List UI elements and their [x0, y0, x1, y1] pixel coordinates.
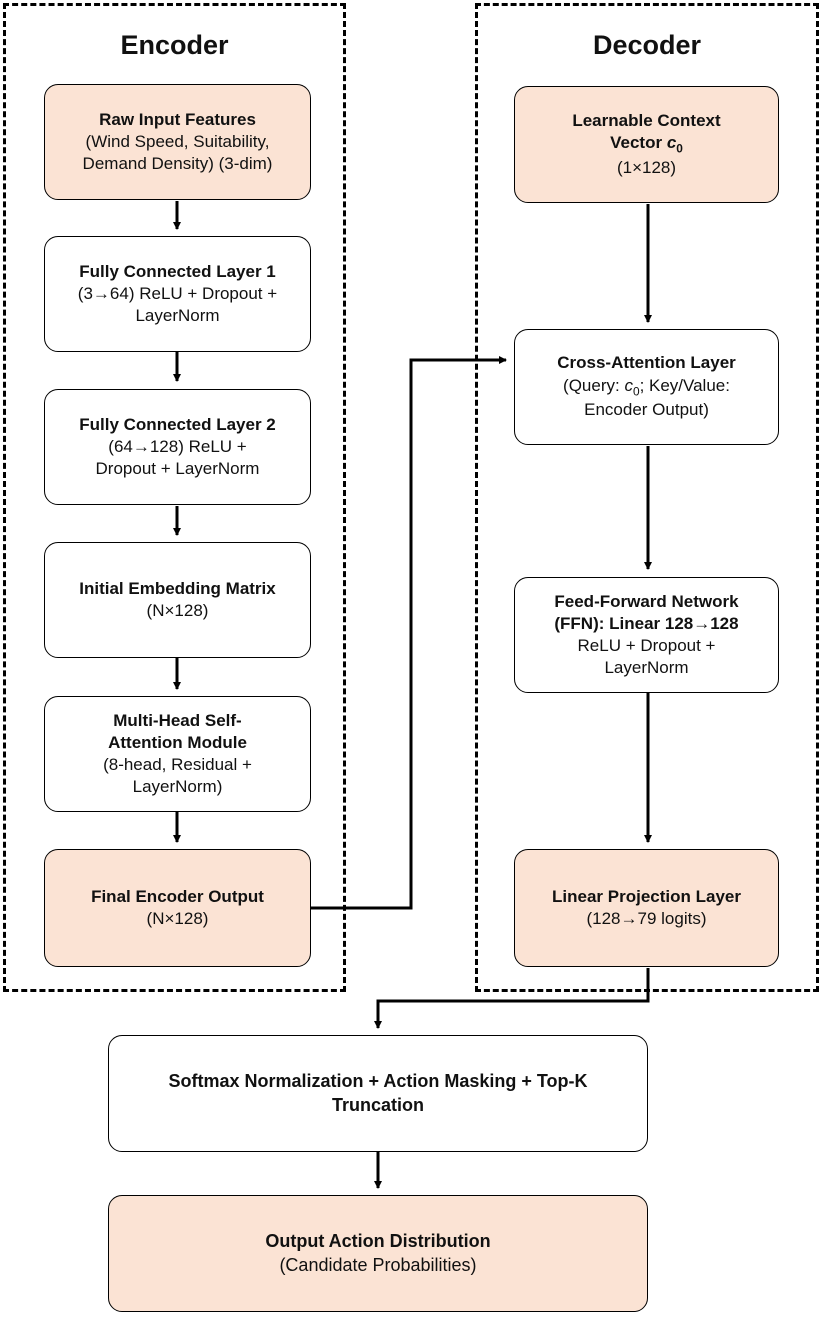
- proj-title: Linear Projection Layer: [552, 886, 741, 906]
- ffn-line-2: LayerNorm: [604, 658, 689, 678]
- fc2-title: Fully Connected Layer 2: [79, 414, 276, 434]
- raw-input-features-node: Raw Input Features (Wind Speed, Suitabil…: [44, 84, 311, 200]
- decoder-title: Decoder: [592, 30, 702, 60]
- ffn-title-1: Feed-Forward Network: [554, 591, 739, 611]
- cross-title: Cross-Attention Layer: [557, 353, 736, 373]
- output-line-1: (Candidate Probabilities): [279, 1254, 477, 1275]
- raw-input-line-2: Demand Density) (3-dim): [82, 154, 273, 174]
- cross-line-2: Encoder Output): [584, 400, 709, 420]
- mhsa-title-2: Attention Module: [108, 732, 247, 752]
- raw-input-line-1: (Wind Speed, Suitability,: [85, 131, 270, 151]
- mhsa-line-1: (8-head, Residual +: [103, 755, 252, 774]
- softmax-title-2: Truncation: [331, 1094, 424, 1115]
- initial-embedding-node: Initial Embedding Matrix (N×128): [44, 542, 311, 658]
- mhsa-title-1: Multi-Head Self-: [113, 710, 242, 730]
- linear-projection-node: Linear Projection Layer (128→79 logits): [514, 849, 779, 967]
- fc1-title: Fully Connected Layer 1: [79, 261, 276, 281]
- ffn-line-1: ReLU + Dropout +: [577, 636, 716, 655]
- arrow-proj-to-softmax: [374, 968, 650, 1029]
- final-line-1: (N×128): [146, 909, 209, 928]
- embed-line-1: (N×128): [146, 601, 209, 620]
- ffn-title-2: (FFN): Linear 128→128: [554, 613, 739, 633]
- softmax-title-1: Softmax Normalization + Action Masking +…: [168, 1071, 588, 1092]
- encoder-title: Encoder: [120, 30, 229, 60]
- context-title-2-text: Vector: [610, 133, 663, 153]
- context-line-1: (1×128): [616, 157, 677, 177]
- ffn-node: Feed-Forward Network (FFN): Linear 128→1…: [514, 577, 779, 693]
- fc1-line-1: (3→64) ReLU + Dropout +: [77, 283, 278, 303]
- fc-layer-2-node: Fully Connected Layer 2 (64→128) ReLU + …: [44, 389, 311, 505]
- arrow-encoder-to-cross: [311, 356, 507, 910]
- softmax-node: Softmax Normalization + Action Masking +…: [108, 1035, 648, 1152]
- embed-title: Initial Embedding Matrix: [79, 578, 276, 598]
- context-title-1: Learnable Context: [572, 110, 721, 130]
- raw-input-title: Raw Input Features: [99, 109, 256, 129]
- mhsa-line-2: LayerNorm): [132, 777, 223, 797]
- final-title: Final Encoder Output: [91, 886, 264, 906]
- context-symbol: c0: [666, 133, 683, 156]
- encoder-panel: Encoder: [3, 3, 346, 992]
- final-encoder-output-node: Final Encoder Output (N×128): [44, 849, 311, 967]
- context-vector-node: Learnable Context Vector c0 (1×128): [514, 86, 779, 203]
- output-title: Output Action Distribution: [265, 1231, 491, 1252]
- fc2-line-1: (64→128) ReLU +: [108, 436, 247, 456]
- cross-line-1: (Query: c0; Key/Value:: [563, 375, 730, 398]
- fc-layer-1-node: Fully Connected Layer 1 (3→64) ReLU + Dr…: [44, 236, 311, 352]
- proj-line-1: (128→79 logits): [586, 909, 707, 928]
- cross-attention-node: Cross-Attention Layer (Query: c0; Key/Va…: [514, 329, 779, 445]
- decoder-panel: Decoder: [475, 3, 819, 992]
- output-distribution-node: Output Action Distribution (Candidate Pr…: [108, 1195, 648, 1312]
- fc1-line-2: LayerNorm: [135, 306, 220, 326]
- fc2-line-2: Dropout + LayerNorm: [95, 459, 260, 479]
- context-title-2: Vector c0: [610, 132, 683, 157]
- mhsa-node: Multi-Head Self- Attention Module (8-hea…: [44, 696, 311, 812]
